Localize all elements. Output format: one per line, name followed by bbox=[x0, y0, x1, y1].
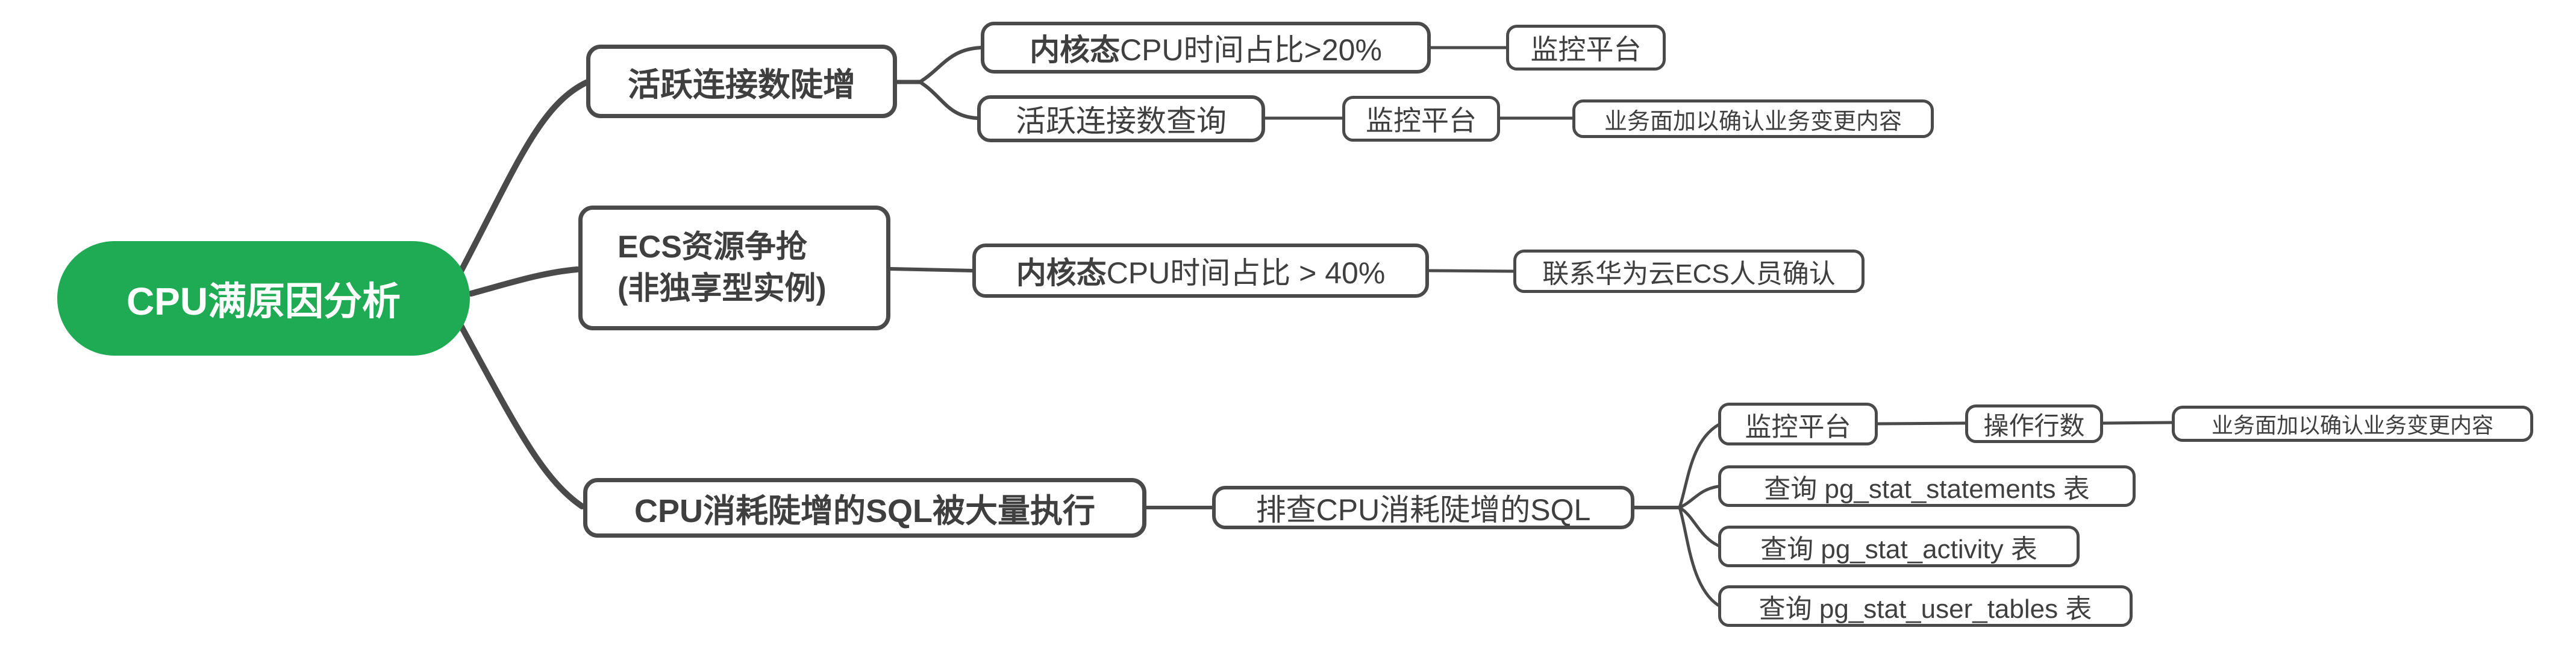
node-contact-huawei-ecs-label: 联系华为云ECS人员确认 bbox=[1542, 259, 1836, 289]
node-active-connections-surge-label: 活跃连接数陡增 bbox=[628, 66, 855, 103]
node-monitor-platform-2[interactable]: 监控平台 bbox=[1342, 96, 1500, 142]
node-ecs-resource-contention-line2: (非独享型实例) bbox=[617, 271, 827, 306]
node-kernel-cpu-gt40-rest: CPU时间占比 > 40% bbox=[1106, 256, 1386, 290]
edge-branch1-child1 bbox=[918, 46, 983, 84]
edge-ecs-kernel40 bbox=[889, 267, 974, 272]
node-cpu-sql-mass-execution[interactable]: CPU消耗陡增的SQL被大量执行 bbox=[583, 478, 1146, 538]
node-kernel-cpu-gt40-bold: 内核态 bbox=[1016, 256, 1107, 290]
node-query-pg-stat-statements-label: 查询 pg_stat_statements 表 bbox=[1764, 474, 2090, 504]
node-investigate-cpu-sql-label: 排查CPU消耗陡增的SQL bbox=[1255, 493, 1591, 527]
edge-fork-sub3 bbox=[1678, 506, 1720, 547]
node-query-pg-stat-activity-label: 查询 pg_stat_activity 表 bbox=[1760, 534, 2037, 564]
node-active-connections-surge[interactable]: 活跃连接数陡增 bbox=[586, 45, 897, 118]
edge-fork-sub1 bbox=[1678, 423, 1720, 509]
node-query-pg-stat-statements[interactable]: 查询 pg_stat_statements 表 bbox=[1718, 465, 2136, 507]
node-query-pg-stat-activity[interactable]: 查询 pg_stat_activity 表 bbox=[1718, 526, 2080, 567]
node-business-confirm-1[interactable]: 业务面加以确认业务变更内容 bbox=[1572, 99, 1934, 138]
node-business-confirm-2[interactable]: 业务面加以确认业务变更内容 bbox=[2172, 406, 2533, 442]
node-monitor-platform-3-label: 监控平台 bbox=[1745, 412, 1851, 442]
node-ecs-resource-contention-line1: ECS资源争抢 bbox=[617, 229, 807, 265]
node-monitor-platform-3[interactable]: 监控平台 bbox=[1718, 403, 1878, 445]
node-business-confirm-1-label: 业务面加以确认业务变更内容 bbox=[1604, 108, 1902, 134]
node-investigate-cpu-sql[interactable]: 排查CPU消耗陡增的SQL bbox=[1212, 486, 1634, 529]
node-operation-rows[interactable]: 操作行数 bbox=[1965, 404, 2103, 443]
edge-monitor-rows bbox=[1876, 421, 1967, 426]
node-kernel-cpu-gt20-rest: CPU时间占比>20% bbox=[1120, 33, 1382, 67]
edge-root-branch1 bbox=[458, 80, 589, 274]
node-ecs-resource-contention[interactable]: ECS资源争抢 (非独享型实例) bbox=[578, 206, 890, 330]
edge-fork-sub4 bbox=[1678, 506, 1720, 607]
node-business-confirm-2-label: 业务面加以确认业务变更内容 bbox=[2211, 413, 2493, 438]
node-monitor-platform-1-label: 监控平台 bbox=[1530, 34, 1642, 65]
node-contact-huawei-ecs[interactable]: 联系华为云ECS人员确认 bbox=[1513, 250, 1865, 293]
node-query-pg-stat-user-tables[interactable]: 查询 pg_stat_user_tables 表 bbox=[1718, 585, 2133, 627]
node-monitor-platform-2-label: 监控平台 bbox=[1366, 105, 1477, 136]
node-operation-rows-label: 操作行数 bbox=[1983, 411, 2085, 440]
node-active-connections-query[interactable]: 活跃连接数查询 bbox=[977, 95, 1265, 142]
node-query-pg-stat-user-tables-label: 查询 pg_stat_user_tables 表 bbox=[1758, 594, 2092, 624]
node-root-label: CPU满原因分析 bbox=[126, 280, 401, 323]
node-cpu-sql-mass-execution-label: CPU消耗陡增的SQL被大量执行 bbox=[634, 493, 1096, 529]
node-monitor-platform-1[interactable]: 监控平台 bbox=[1506, 25, 1666, 71]
edge-root-branch3 bbox=[458, 322, 585, 509]
edge-branch1-child2 bbox=[918, 80, 979, 120]
edge-fork-sub2 bbox=[1678, 485, 1720, 509]
node-root[interactable]: CPU满原因分析 bbox=[57, 241, 470, 356]
node-active-connections-query-label: 活跃连接数查询 bbox=[1016, 104, 1227, 138]
node-kernel-cpu-gt20-bold: 内核态 bbox=[1030, 33, 1121, 67]
edge-root-branch2 bbox=[468, 266, 580, 297]
